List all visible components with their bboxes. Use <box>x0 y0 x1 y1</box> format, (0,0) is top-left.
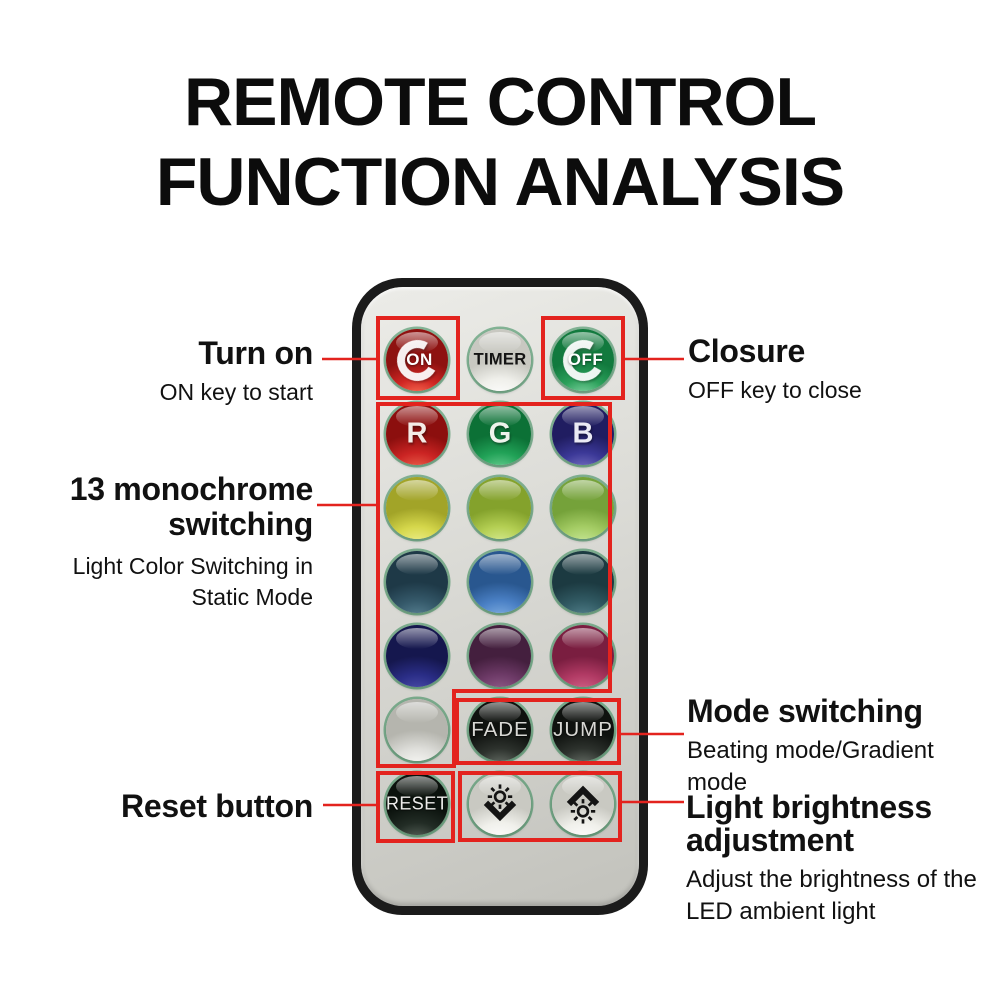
mode-switching-heading: Mode switching <box>687 693 923 729</box>
annotation-reset: Reset button <box>121 789 313 824</box>
color-yellow-green-button <box>469 477 531 539</box>
color-white-button <box>386 699 448 761</box>
color-plum-button <box>469 625 531 687</box>
fade-button-label: FADE <box>471 718 529 741</box>
page-title: REMOTE CONTROL FUNCTION ANALYSIS <box>0 62 1000 222</box>
page-title-line2: FUNCTION ANALYSIS <box>155 144 845 220</box>
color-crimson-button <box>552 625 614 687</box>
jump-button-label: JUMP <box>553 718 613 741</box>
closure-heading: Closure <box>688 333 806 369</box>
color-yellow-button <box>386 477 448 539</box>
r-button: R <box>386 403 448 465</box>
g-button: G <box>469 403 531 465</box>
monochrome-heading: 13 monochrome switching <box>69 471 314 542</box>
turn-on-heading: Turn on <box>198 335 313 371</box>
closure-subtext: OFF key to close <box>688 377 862 403</box>
fade-button: FADE <box>469 699 531 761</box>
reset-heading: Reset button <box>121 788 313 824</box>
b-button: B <box>552 403 614 465</box>
timer-button: TIMER <box>469 329 531 391</box>
g-button-label: G <box>488 417 512 450</box>
monochrome-subtext: Light Color Switching in Static Mode <box>72 553 313 610</box>
off-button-label: OFF <box>567 350 604 369</box>
brightness-heading: Light brightness adjustment <box>686 789 932 858</box>
annotation-closure: Closure OFF key to close <box>688 334 862 405</box>
timer-button-label: TIMER <box>473 350 527 369</box>
jump-button: JUMP <box>552 699 614 761</box>
mode-switching-subtext: Beating mode/Gradient mode <box>687 737 934 796</box>
turn-on-subtext: ON key to start <box>159 379 313 405</box>
r-button-label: R <box>406 417 428 450</box>
annotation-monochrome: 13 monochrome switching Light Color Swit… <box>48 471 314 613</box>
annotation-turn-on: Turn on ON key to start <box>159 335 314 407</box>
color-blue-button <box>469 551 531 613</box>
annotation-mode-switching: Mode switching Beating mode/Gradient mod… <box>687 694 957 799</box>
b-button-label: B <box>572 417 594 450</box>
color-dark-teal-button <box>386 551 448 613</box>
brightness-up-icon <box>566 785 600 824</box>
color-navy-button <box>386 625 448 687</box>
on-button: ON <box>386 329 448 391</box>
annotation-brightness: Light brightness adjustment Adjust the b… <box>686 791 994 928</box>
brightness-up-button <box>552 773 614 835</box>
brightness-down-button <box>469 773 531 835</box>
on-button-label: ON <box>406 350 433 369</box>
brightness-down-icon <box>483 784 517 822</box>
reset-button-label: RESET <box>385 793 449 814</box>
remote-button-grid: ON TIMER OFF R G B FADE JU <box>386 329 614 835</box>
color-light-green-button <box>552 477 614 539</box>
reset-button: RESET <box>386 773 448 835</box>
off-button: OFF <box>552 329 614 391</box>
brightness-subtext: Adjust the brightness of the LED ambient… <box>686 866 977 925</box>
page-title-line1: REMOTE CONTROL <box>184 64 817 140</box>
color-dark-teal-2-button <box>552 551 614 613</box>
